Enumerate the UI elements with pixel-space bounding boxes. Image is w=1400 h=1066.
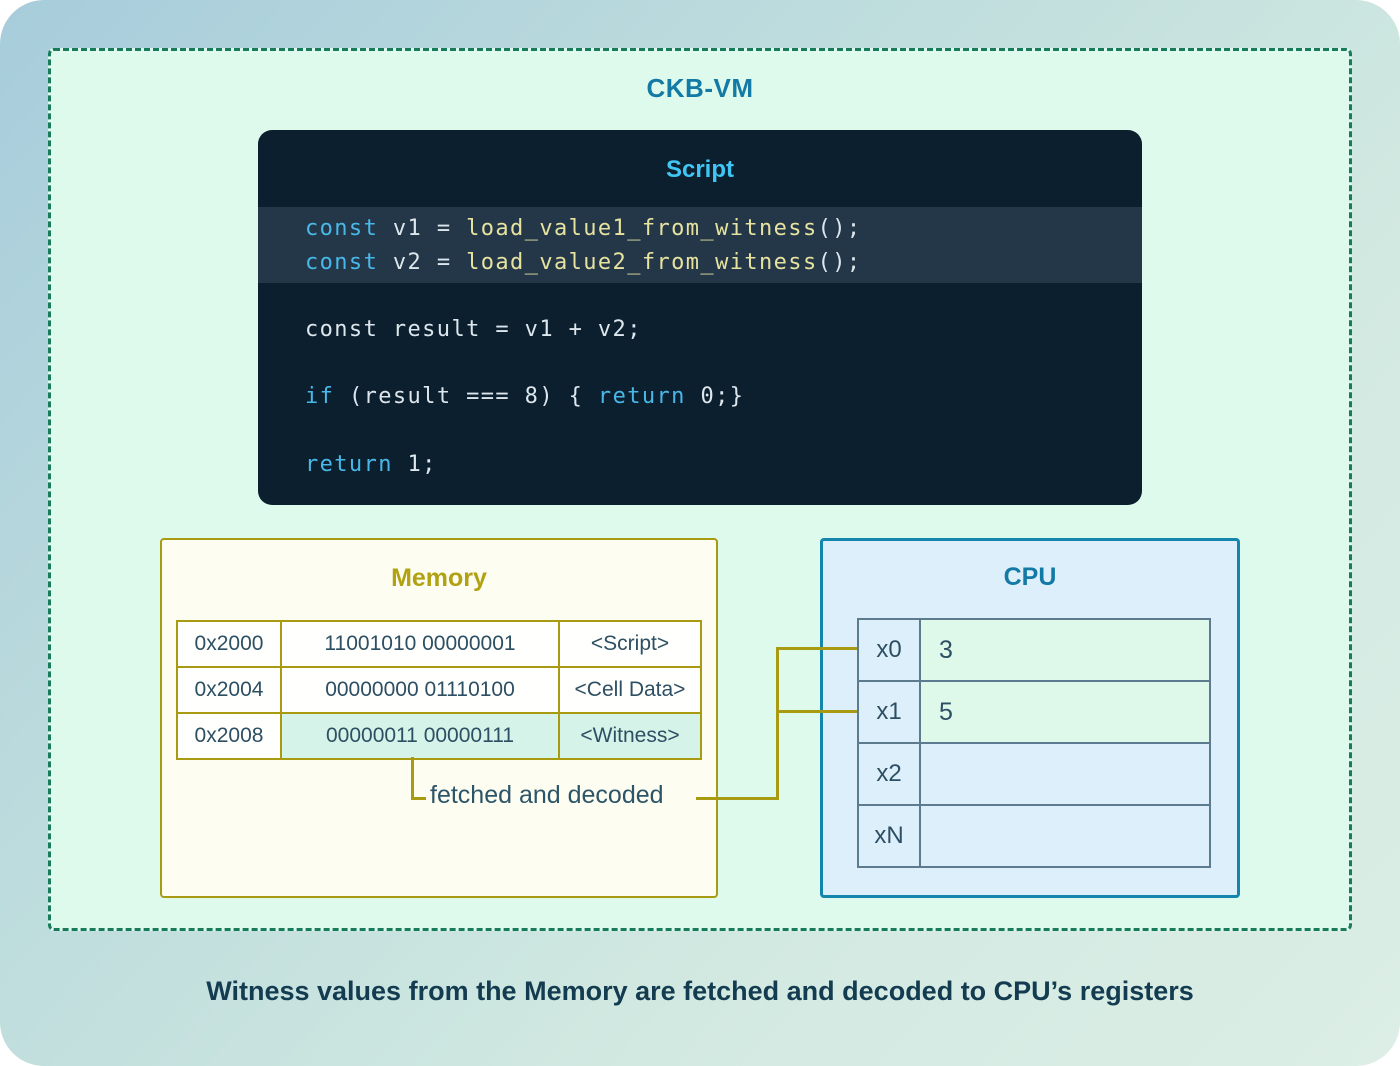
code-token: 0;} <box>685 384 745 409</box>
code-token: 1; <box>392 452 437 477</box>
register-value-cell: 3 <box>921 620 1209 680</box>
memory-label-cell: <Script> <box>560 622 700 666</box>
memory-value-cell: 00000000 01110100 <box>282 668 558 712</box>
code-token: const result = v1 + v2; <box>305 317 642 342</box>
code-token: (); <box>817 250 862 275</box>
memory-box: Memory 0x2000 11001010 00000001 <Script>… <box>160 538 718 898</box>
cpu-box: CPU x0 3 x1 5 x2 xN <box>820 538 1240 898</box>
register-value-cell <box>921 744 1209 804</box>
memory-address-cell: 0x2008 <box>178 714 280 758</box>
script-title: Script <box>665 156 734 183</box>
memory-address-cell: 0x2004 <box>178 668 280 712</box>
connector-vertical <box>776 648 779 800</box>
register-table: x0 3 x1 5 x2 xN <box>857 618 1211 868</box>
connector-horizontal-from-label <box>696 797 778 800</box>
memory-title: Memory <box>391 564 487 592</box>
code-token: return <box>305 452 393 477</box>
register-name-cell: xN <box>859 806 919 866</box>
code-line-5: return 1; <box>305 451 437 479</box>
code-token: (result === 8) { <box>334 384 598 409</box>
code-token: const <box>305 250 379 275</box>
memory-address-cell: 0x2000 <box>178 622 280 666</box>
connector-to-register-x1 <box>776 710 857 713</box>
memory-value-cell: 11001010 00000001 <box>282 622 558 666</box>
connector-memory-stub <box>411 757 426 800</box>
code-token: load_value1_from_witness <box>466 216 818 241</box>
fetched-decoded-label: fetched and decoded <box>430 781 664 809</box>
code-token: const <box>305 216 379 241</box>
connector-to-register-x0 <box>776 647 857 650</box>
memory-label-cell-witness: <Witness> <box>560 714 700 758</box>
register-name-cell: x2 <box>859 744 919 804</box>
memory-table: 0x2000 11001010 00000001 <Script> 0x2004… <box>176 620 702 760</box>
code-token: return <box>597 384 686 409</box>
code-line-1: const v1 = load_value1_from_witness(); <box>305 215 862 243</box>
memory-value-cell-witness: 00000011 00000111 <box>282 714 558 758</box>
highlighted-code-band <box>258 207 1142 283</box>
code-token: load_value2_from_witness <box>466 250 818 275</box>
code-line-2: const v2 = load_value2_from_witness(); <box>305 249 862 277</box>
script-block: Script const v1 = load_value1_from_witne… <box>258 130 1142 505</box>
code-line-4: if (result === 8) { return 0;} <box>305 383 744 411</box>
code-token: v1 = <box>378 216 467 241</box>
code-token: (); <box>817 216 862 241</box>
register-value-cell: 5 <box>921 682 1209 742</box>
register-value-cell <box>921 806 1209 866</box>
code-line-3: const result = v1 + v2; <box>305 316 642 344</box>
diagram-caption: Witness values from the Memory are fetch… <box>206 976 1194 1006</box>
register-name-cell: x1 <box>859 682 919 742</box>
code-token: v2 = <box>378 250 467 275</box>
memory-label-cell: <Cell Data> <box>560 668 700 712</box>
cpu-title: CPU <box>1003 563 1057 591</box>
register-name-cell: x0 <box>859 620 919 680</box>
ckb-vm-title: CKB-VM <box>646 73 754 103</box>
code-token: if <box>305 384 335 409</box>
